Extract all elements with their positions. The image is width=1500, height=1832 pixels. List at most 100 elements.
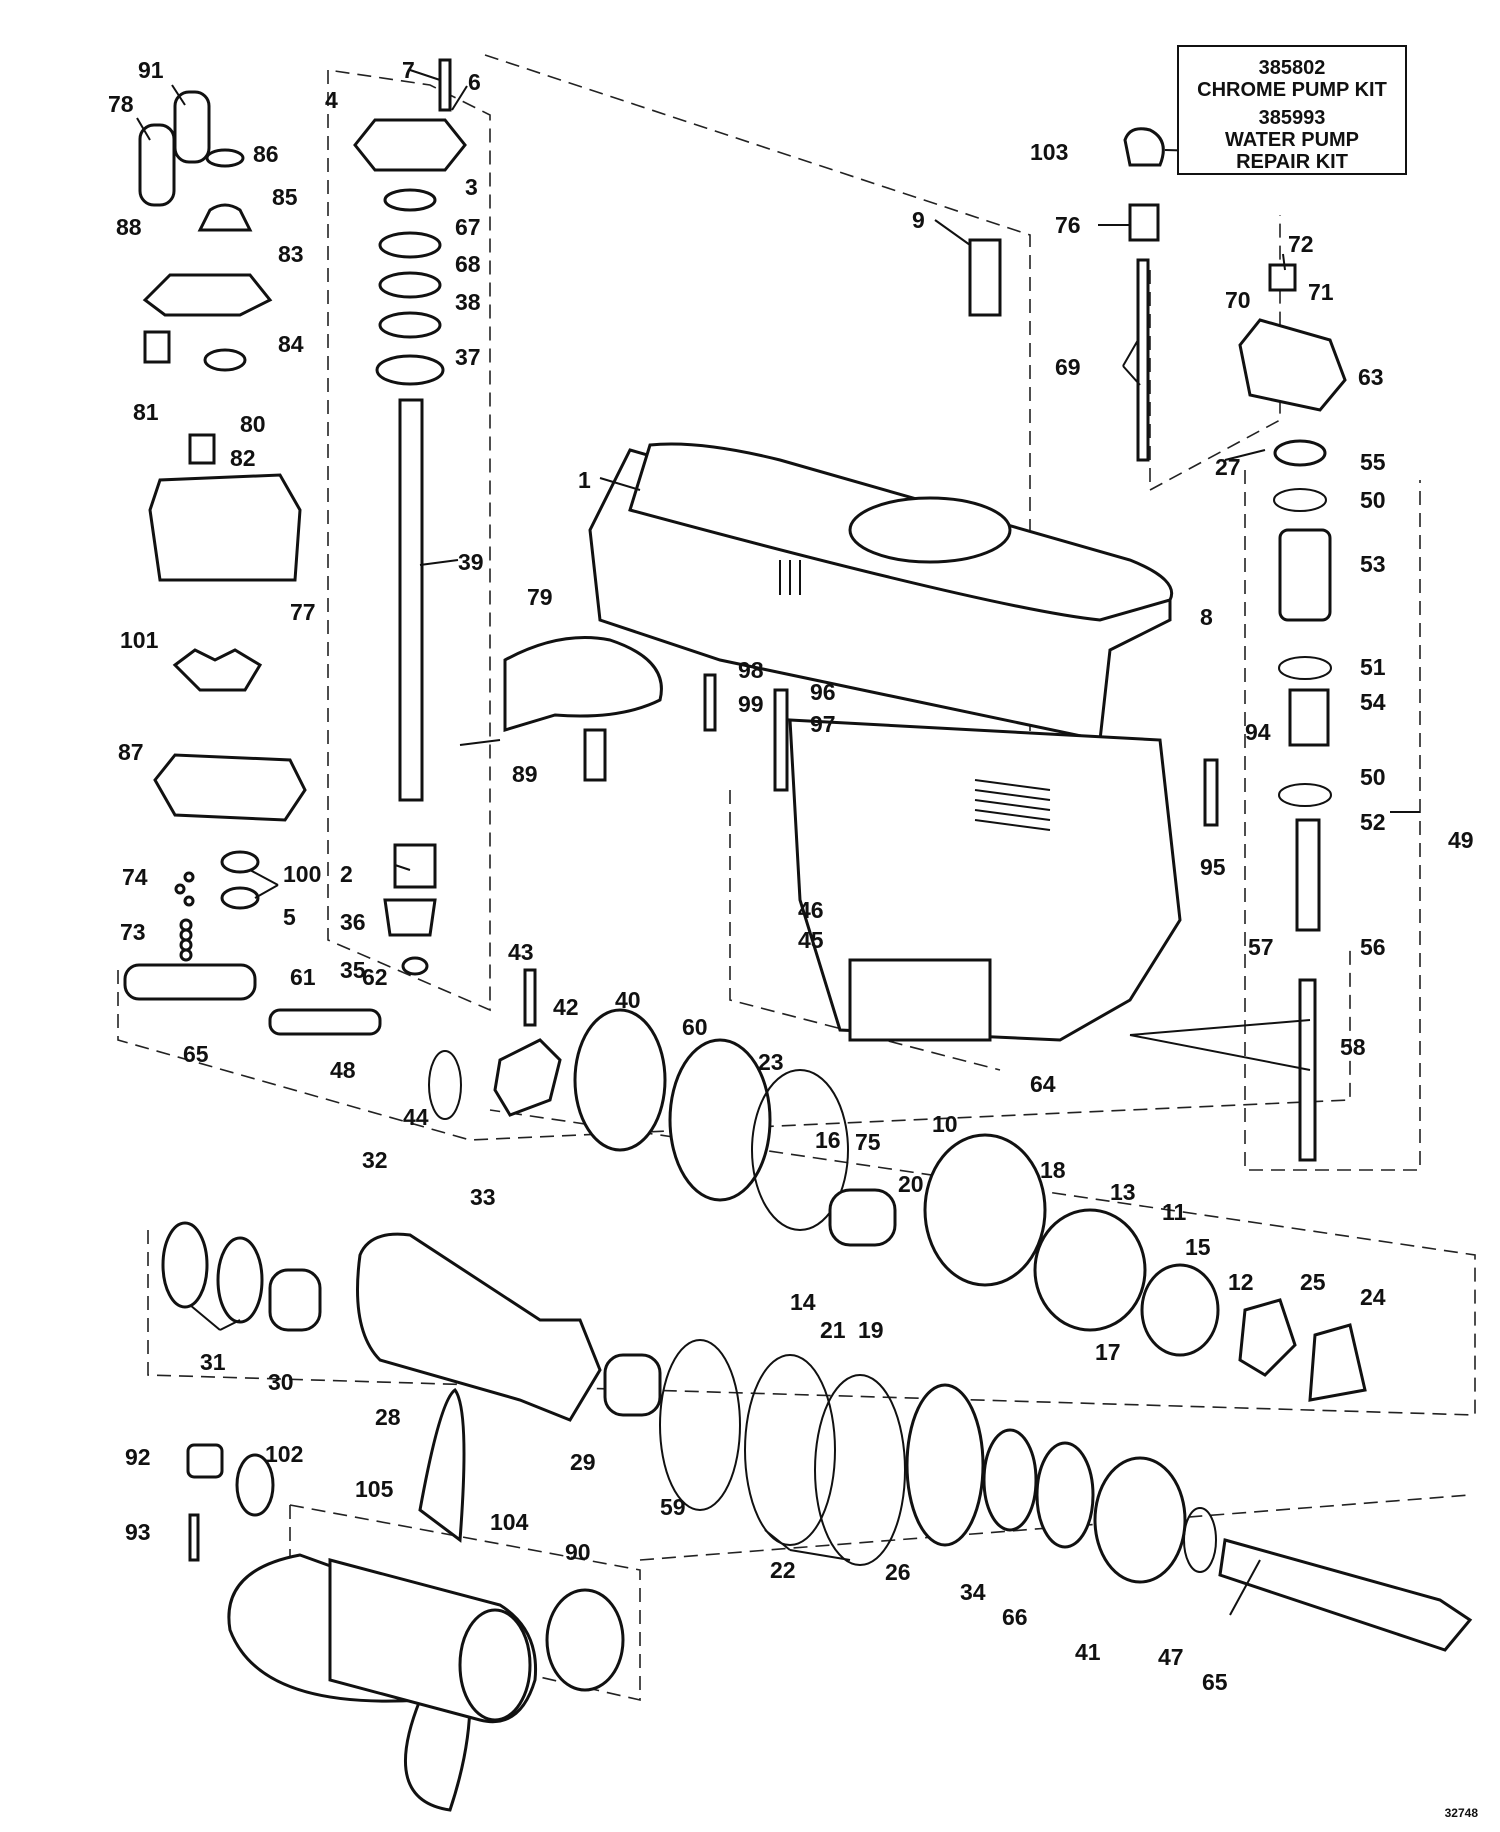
label-104: 104 — [490, 1509, 529, 1535]
prop-shaft-outline — [639, 1494, 1471, 1561]
nut-92 — [186, 1443, 224, 1479]
shift-rod-group-outline — [1149, 215, 1281, 492]
label-44: 44 — [403, 1104, 429, 1130]
label-20: 20 — [898, 1171, 924, 1197]
label-66: 66 — [1002, 1604, 1028, 1630]
label-91: 91 — [138, 57, 164, 83]
shift-rod-65 — [123, 963, 257, 1001]
label-24: 24 — [1360, 1284, 1386, 1310]
gear-40 — [573, 1008, 667, 1152]
label-43: 43 — [508, 939, 534, 965]
figure-reference-number: 32748 — [1444, 1806, 1478, 1820]
label-76: 76 — [1055, 212, 1081, 238]
label-28: 28 — [375, 1404, 401, 1430]
label-50b: 50 — [1360, 764, 1386, 790]
center-group-outline — [729, 790, 1001, 1071]
bearing-2 — [393, 843, 437, 889]
connector-76 — [1128, 203, 1160, 242]
label-67: 67 — [455, 214, 481, 240]
propeller-shaft-65 — [1218, 1538, 1473, 1652]
label-15: 15 — [1185, 1234, 1211, 1260]
label-46: 46 — [798, 897, 824, 923]
kit-number-chrome: 385802 — [1258, 57, 1326, 79]
label-14: 14 — [790, 1289, 816, 1315]
label-101: 101 — [120, 627, 159, 653]
thrust-washer-102 — [235, 1453, 275, 1517]
kit-number-water-pump: 385993 — [1258, 107, 1326, 129]
washer-34 — [982, 1428, 1038, 1532]
o-ring-50a — [1273, 488, 1327, 512]
label-31: 31 — [200, 1349, 226, 1375]
label-52: 52 — [1360, 809, 1386, 835]
label-103: 103 — [1030, 139, 1068, 165]
sleeve-53 — [1278, 528, 1332, 622]
label-51: 51 — [1360, 654, 1386, 680]
label-89: 89 — [512, 761, 538, 787]
propeller-blade-lower — [404, 1698, 472, 1812]
gearcase-housing — [588, 442, 1182, 1042]
washer-67 — [378, 231, 442, 259]
pinion-36 — [383, 898, 437, 937]
label-2: 2 — [340, 861, 353, 887]
label-29: 29 — [570, 1449, 596, 1475]
label-32: 32 — [362, 1147, 388, 1173]
tube-78 — [138, 123, 176, 207]
label-105: 105 — [355, 1476, 394, 1502]
label-64: 64 — [1030, 1071, 1056, 1097]
screw-99 — [703, 673, 717, 732]
gear-train-parts — [428, 1008, 1367, 1402]
shift-rod-69 — [1136, 258, 1150, 462]
label-100: 100 — [283, 861, 321, 887]
plate-83 — [142, 273, 273, 317]
label-93: 93 — [125, 1519, 151, 1545]
grommet-85 — [197, 203, 253, 232]
label-87: 87 — [118, 739, 144, 765]
trim-and-fasteners — [268, 636, 1219, 1117]
pump-housing-77 — [148, 473, 302, 582]
kit-name-water-pump-2: REPAIR KIT — [1236, 151, 1348, 173]
bushing-81 — [143, 330, 171, 364]
seal-5b — [220, 886, 260, 910]
label-3: 3 — [465, 174, 478, 200]
bolt-7 — [438, 58, 452, 112]
label-36: 36 — [340, 909, 366, 935]
label-21: 21 — [820, 1317, 846, 1343]
retainer-24 — [1308, 1323, 1367, 1402]
retaining-ring-22b — [814, 1374, 906, 1566]
label-90: 90 — [565, 1539, 591, 1565]
label-59: 59 — [660, 1494, 686, 1520]
label-12: 12 — [1228, 1269, 1254, 1295]
label-80: 80 — [240, 411, 266, 437]
bearing-30 — [268, 1268, 322, 1332]
label-9: 9 — [912, 207, 925, 233]
driveshaft-parts — [353, 58, 467, 976]
nut-72 — [1268, 263, 1297, 292]
driveshaft-group-outline — [327, 69, 491, 1012]
gearcase-deck-opening — [848, 496, 1012, 564]
label-70: 70 — [1225, 287, 1251, 313]
thrust-bearing-60 — [668, 1038, 772, 1202]
nut-35 — [401, 956, 429, 976]
label-97: 97 — [810, 711, 836, 737]
gear-41 — [1093, 1456, 1187, 1584]
label-4: 4 — [325, 87, 338, 113]
label-57: 57 — [1248, 934, 1274, 960]
spring-73 — [179, 918, 193, 962]
retainer-25 — [1238, 1298, 1297, 1377]
label-74: 74 — [122, 864, 148, 890]
driveshaft-39 — [398, 398, 424, 802]
retaining-ring-22a — [744, 1354, 836, 1546]
label-49: 49 — [1448, 827, 1474, 853]
label-73: 73 — [120, 919, 146, 945]
label-60: 60 — [682, 1014, 708, 1040]
part-number-labels: 91 78 86 88 85 83 84 81 80 82 77 101 87 … — [108, 57, 1474, 1695]
dashed-group-outlines — [117, 54, 1476, 1702]
seal-3 — [383, 188, 437, 212]
bearing-66 — [1035, 1441, 1095, 1549]
label-13: 13 — [1110, 1179, 1136, 1205]
label-39: 39 — [458, 549, 484, 575]
stud-95 — [1203, 758, 1219, 827]
housing-4 — [353, 118, 467, 172]
label-54: 54 — [1360, 689, 1386, 715]
